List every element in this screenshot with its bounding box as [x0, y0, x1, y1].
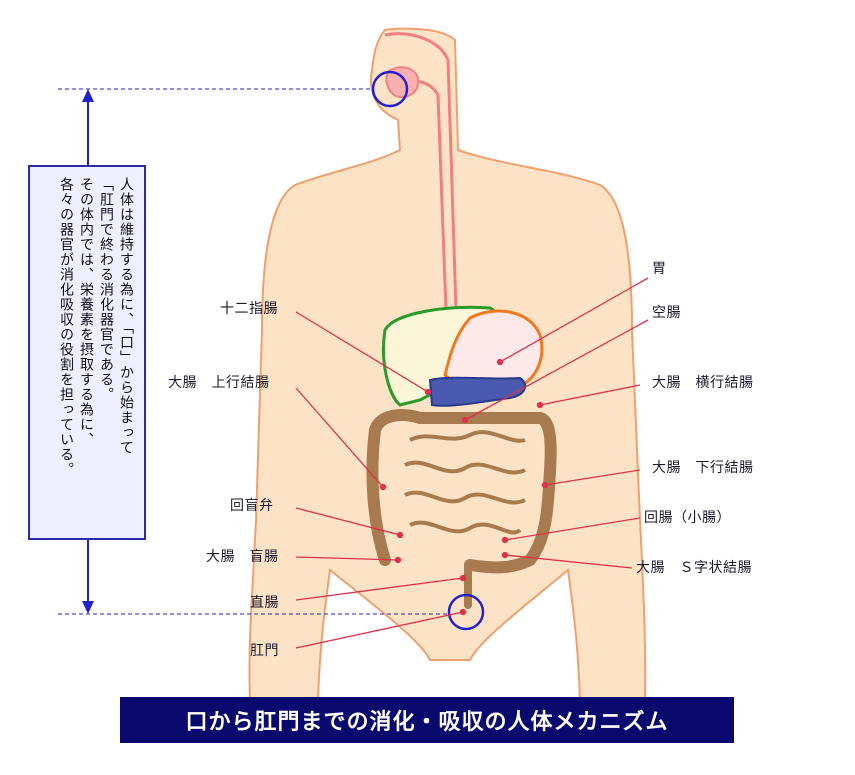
- label-descending-colon: 大腸 下行結腸: [652, 460, 754, 476]
- page-title: 口から肛門までの消化・吸収の人体メカニズム: [120, 697, 734, 743]
- leader-cecum: [295, 556, 399, 561]
- label-transverse-colon: 大腸 横行結腸: [652, 375, 754, 391]
- explanation-line: 各々の器官が消化吸収の役割を担っている。: [58, 177, 74, 477]
- anus-marker: [447, 593, 485, 631]
- leader-dot-anus: [459, 608, 467, 616]
- small-intestine: [404, 430, 526, 535]
- explanation-text: 人体は維持する為に、「口」から始まって 「肛門で終わる消化器官である。 その体内…: [56, 177, 136, 532]
- explanation-line: その体内では、栄養素を摂取する為に、: [78, 177, 94, 447]
- label-ileum: 回腸（小腸）: [644, 510, 731, 526]
- leader-dot-ileocecal: [396, 531, 404, 539]
- leader-ileum: [504, 517, 641, 541]
- pancreas: [428, 376, 527, 407]
- label-ascending-colon: 大腸 上行結腸: [168, 375, 270, 391]
- label-anus: 肛門: [250, 643, 279, 659]
- leader-ileocecal: [295, 507, 401, 536]
- leader-dot-duodenum: [424, 388, 432, 396]
- explanation-line: 人体は維持する為に、「口」から始まって: [118, 177, 134, 455]
- leader-dot-ascending: [379, 483, 387, 491]
- label-cecum: 大腸 盲腸: [206, 549, 279, 565]
- leader-anus: [295, 611, 464, 649]
- mouth-cavity: [385, 66, 420, 98]
- leader-dot-transverse: [536, 401, 544, 409]
- arrow-head-top: [82, 89, 94, 102]
- label-jejunum: 空腸: [652, 305, 681, 321]
- label-sigmoid-colon: 大腸 Ｓ字状結腸: [636, 560, 752, 576]
- large-intestine: [366, 409, 557, 574]
- explanation-box: 人体は維持する為に、「口」から始まって 「肛門で終わる消化器官である。 その体内…: [28, 165, 146, 540]
- leader-dot-stomach: [496, 358, 504, 366]
- label-stomach: 胃: [652, 261, 667, 277]
- label-duodenum: 十二指腸: [220, 301, 278, 317]
- leader-rectum: [295, 577, 464, 601]
- leader-dot-ileum: [501, 536, 509, 544]
- leader-dot-rectum: [459, 574, 467, 582]
- leader-sigmoid: [504, 554, 633, 569]
- explanation-line: 「肛門で終わる消化器官である。: [98, 177, 114, 402]
- leader-dot-cecum: [394, 556, 402, 564]
- leader-ascending: [295, 387, 384, 488]
- leader-dot-jejunum: [461, 416, 469, 424]
- leader-dot-sigmoid: [501, 551, 509, 559]
- leader-duodenum: [295, 311, 429, 393]
- leader-descending: [544, 469, 641, 486]
- label-rectum: 直腸: [250, 595, 279, 611]
- leader-dot-descending: [541, 481, 549, 489]
- mouth-marker: [371, 70, 409, 108]
- leader-jejunum: [464, 319, 649, 421]
- label-ileocecal-valve: 回盲弁: [230, 498, 274, 514]
- arrow-head-bottom: [82, 601, 94, 614]
- leader-stomach: [499, 277, 649, 363]
- leader-transverse: [539, 384, 641, 406]
